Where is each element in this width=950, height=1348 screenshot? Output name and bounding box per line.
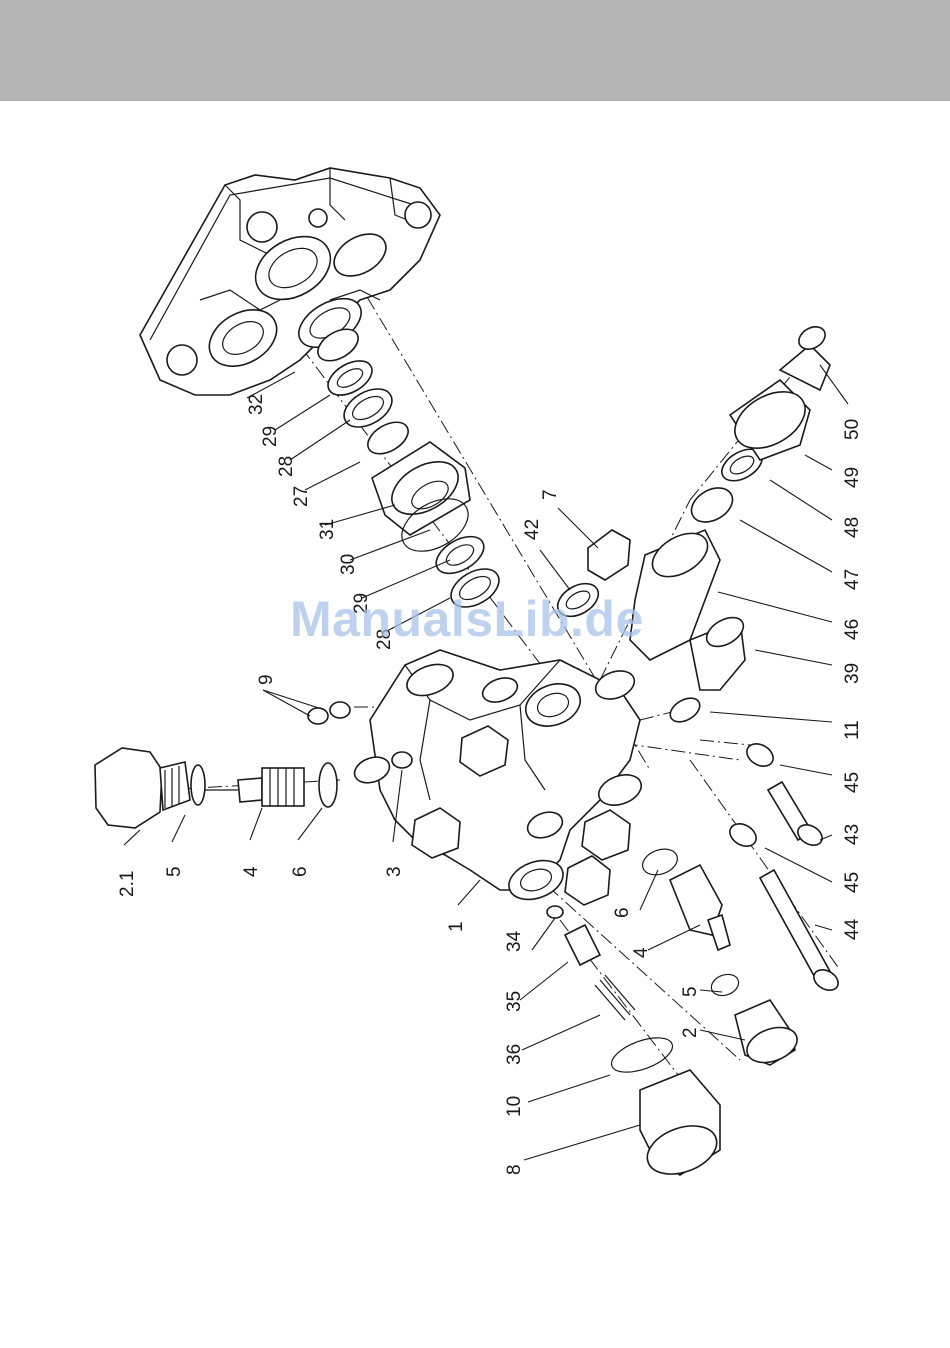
callout-43: 43 (842, 824, 863, 845)
callout-28-second: 28 (374, 629, 395, 650)
callout-9: 9 (256, 674, 277, 685)
callout-45-second: 45 (842, 872, 863, 893)
seal-stack (291, 289, 506, 615)
callout-35: 35 (504, 991, 525, 1012)
callout-31: 31 (317, 519, 338, 540)
callout-3: 3 (384, 866, 405, 877)
callout-39: 39 (842, 663, 863, 684)
bolt-group (726, 739, 842, 994)
callout-4: 4 (241, 866, 262, 877)
callout-2-1: 2.1 (117, 871, 138, 897)
callout-10: 10 (504, 1096, 525, 1117)
callout-45: 45 (842, 772, 863, 793)
callout-6-second: 6 (612, 907, 633, 918)
callout-7: 7 (540, 489, 561, 500)
callout-44: 44 (842, 918, 863, 940)
callout-50: 50 (842, 419, 863, 440)
callout-28: 28 (276, 456, 297, 477)
callout-36: 36 (504, 1044, 525, 1065)
callout-42: 42 (522, 519, 543, 540)
callout-48: 48 (842, 517, 863, 538)
right-connector-group (552, 322, 830, 726)
callout-11: 11 (842, 720, 863, 740)
callout-32: 32 (246, 394, 267, 415)
callout-4-second: 4 (631, 947, 652, 958)
callout-29-second: 29 (351, 593, 372, 614)
callout-8: 8 (504, 1164, 525, 1175)
callout-1: 1 (446, 921, 467, 932)
exploded-view-svg: 2.1 5 4 6 3 1 9 32 29 28 27 31 30 29 28 … (0, 101, 950, 1348)
callout-6: 6 (290, 866, 311, 877)
callout-46: 46 (842, 619, 863, 640)
callout-34: 34 (504, 930, 525, 952)
callout-5-second: 5 (680, 986, 701, 997)
exploded-view-diagram: 2.1 5 4 6 3 1 9 32 29 28 27 31 30 29 28 … (0, 101, 950, 1348)
header-bar (0, 0, 950, 101)
pump-housing-cover (140, 168, 440, 395)
callout-49: 49 (842, 467, 863, 488)
callout-5: 5 (164, 866, 185, 877)
callout-29: 29 (260, 426, 281, 447)
callout-27: 27 (291, 486, 312, 507)
callout-47: 47 (842, 569, 863, 590)
callout-2: 2 (680, 1027, 701, 1038)
callout-30: 30 (338, 554, 359, 575)
